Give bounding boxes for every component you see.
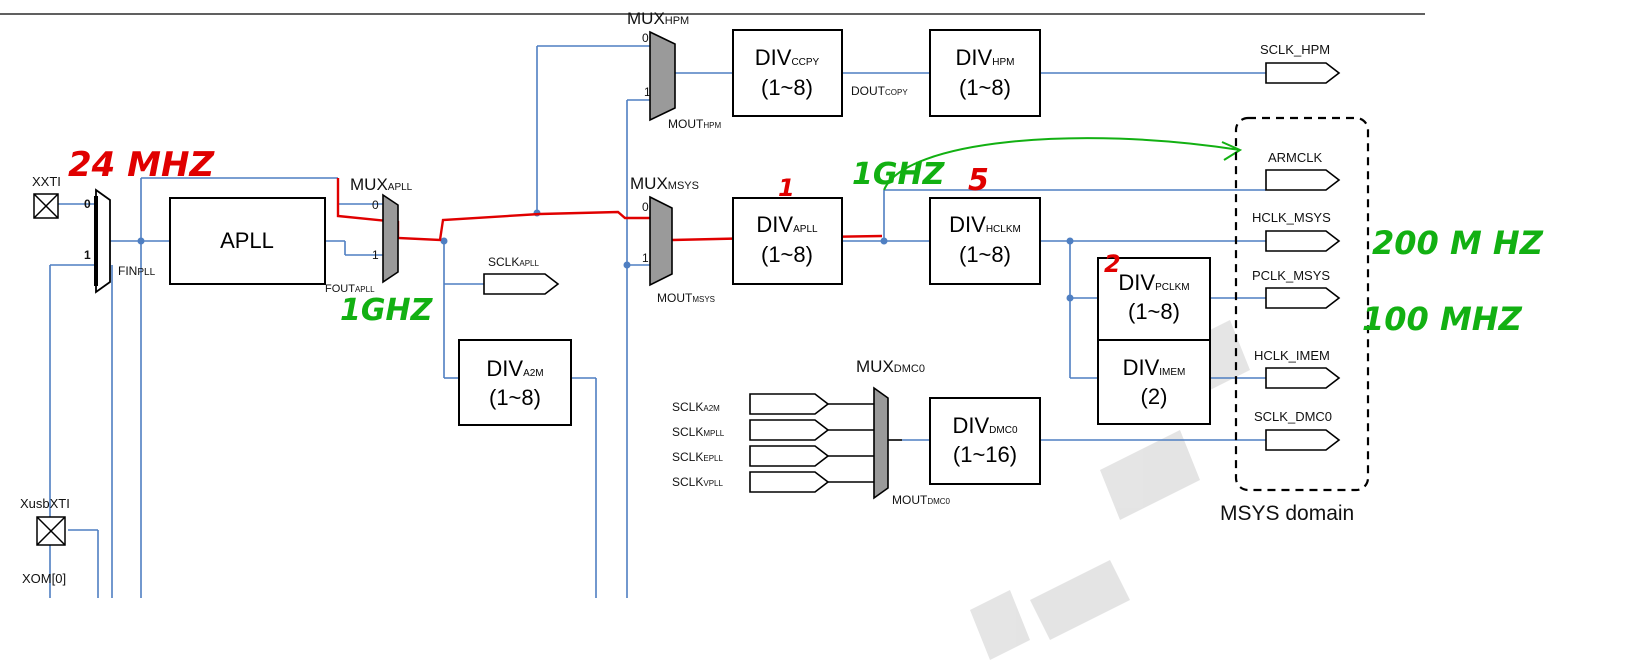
div-dmc0-block: [929, 397, 1041, 485]
msys-domain-box: [1234, 116, 1370, 492]
sclk-a2m-label: SCLKA2M: [672, 400, 720, 414]
mux-apll-label: MUXAPLL: [350, 175, 413, 194]
fout-apll-label: FOUTAPLL: [325, 283, 375, 295]
div-pclkm-block: [1097, 257, 1211, 341]
sclk-vpll-label: SCLKVPLL: [672, 475, 723, 489]
xom-label: XOM[0]: [22, 571, 66, 586]
div-a2m-name: DIVA2M: [486, 356, 543, 381]
mux-dmc0-label: MUXDMC0: [856, 357, 925, 376]
div-ccpy-block: [732, 29, 843, 117]
xxti-input: [33, 193, 59, 219]
mux-apll: [382, 193, 399, 284]
dout-copy-label: DOUTCOPY: [851, 84, 908, 98]
input-mux-bit0: 0: [84, 197, 91, 211]
annotation-div-apll-1: 1: [778, 174, 795, 202]
sclk-apll-output: [483, 273, 560, 295]
input-mux: [94, 188, 111, 294]
hclk-imem-label: HCLK_IMEM: [1254, 348, 1330, 363]
mux-apll-bit1: 1: [372, 248, 379, 262]
mux-msys: [649, 195, 673, 287]
div-ccpy-name: DIVCCPY: [755, 45, 820, 70]
div-ccpy-range: (1~8): [761, 75, 813, 100]
div-a2m-range: (1~8): [489, 385, 541, 410]
xusbxti-input: [36, 516, 66, 546]
sclk-dmc0-label: SCLK_DMC0: [1254, 409, 1332, 424]
sclk-hpm-label: SCLK_HPM: [1260, 42, 1330, 57]
div-hpm-block: [929, 29, 1041, 117]
armclk-label: ARMCLK: [1268, 150, 1323, 165]
div-apll-block: [732, 197, 843, 285]
wires: [49, 45, 1266, 598]
mux-hpm-bit0: 0: [642, 31, 649, 45]
mux-msys-bit0: 0: [642, 200, 649, 214]
div-apll-range: (1~8): [761, 242, 813, 267]
xxti-label: XXTI: [32, 174, 61, 189]
output-terminals: [1265, 62, 1341, 451]
div-dmc0-name: DIVDMC0: [952, 413, 1017, 438]
annotation-200mhz: 200 M HZ: [1372, 224, 1544, 262]
div-hpm-name: DIVHPM: [956, 45, 1015, 70]
mux-hpm-bit1: 1: [644, 85, 651, 99]
div-hpm-range: (1~8): [959, 75, 1011, 100]
mout-msys-label: MOUTMSYS: [657, 291, 715, 305]
mux-hpm: [649, 30, 676, 122]
sclk-mpll-label: SCLKMPLL: [672, 425, 725, 439]
hclk-msys-label: HCLK_MSYS: [1252, 210, 1331, 225]
div-hclkm-block: [929, 197, 1041, 285]
apll-block: [169, 197, 326, 285]
div-apll-name: DIVAPLL: [756, 212, 818, 237]
mux-hpm-label: MUXHPM: [627, 9, 689, 28]
dmc0-sources: [749, 393, 830, 493]
mux-msys-bit1: 1: [642, 251, 649, 265]
div-a2m-block: [458, 339, 572, 426]
armclk-annotation-arrow: [883, 137, 1243, 191]
annotation-100mhz: 100 MHZ: [1362, 300, 1523, 338]
pclk-msys-label: PCLK_MSYS: [1252, 268, 1330, 283]
div-imem-block: [1097, 339, 1211, 425]
annotation-div-pclkm-2: 2: [1104, 250, 1121, 278]
div-pclkm-range: (1~8): [1128, 299, 1180, 324]
junction-dots: [137, 209, 1074, 302]
annotation-1ghz-fout: 1GHZ: [340, 293, 434, 328]
annotation-1ghz-armclk: 1GHZ: [852, 157, 946, 192]
annotation-24mhz: 24 MHZ: [68, 145, 215, 185]
fin-pll-label: FINPLL: [118, 264, 156, 278]
annotation-5: 5: [968, 163, 989, 198]
msys-domain-label: MSYS domain: [1220, 502, 1354, 525]
div-pclkm-name: DIVPCLKM: [1118, 270, 1189, 295]
div-hclkm-range: (1~8): [959, 242, 1011, 267]
div-imem-name: DIVIMEM: [1123, 355, 1186, 380]
div-imem-range: (2): [1141, 384, 1168, 409]
mux-apll-bit0: 0: [372, 198, 379, 212]
mout-dmc0-label: MOUTDMC0: [892, 493, 951, 507]
sclk-epll-label: SCLKEPLL: [672, 450, 723, 464]
apll-label: APLL: [220, 228, 274, 253]
dmc0-source-wires: [828, 403, 874, 483]
mux-msys-label: MUXMSYS: [630, 174, 699, 193]
div-dmc0-range: (1~16): [953, 442, 1017, 467]
mout-hpm-label: MOUTHPM: [668, 117, 721, 131]
sclk-apll-label: SCLKAPLL: [488, 255, 539, 269]
input-mux-bit1: 1: [84, 248, 91, 262]
div-hclkm-name: DIVHCLKM: [949, 212, 1021, 237]
xusbxti-label: XusbXTI: [20, 496, 70, 511]
mux-dmc0: [873, 386, 902, 500]
